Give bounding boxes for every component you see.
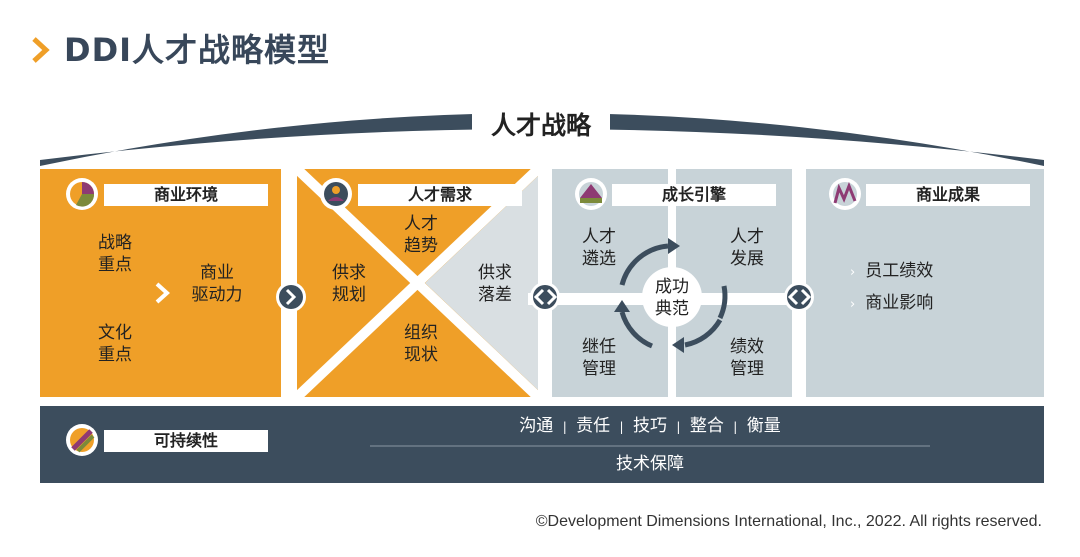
strategy-arc xyxy=(40,113,1044,166)
tech-support-text: 技术保障 xyxy=(616,454,684,474)
business-environment-icon xyxy=(66,178,98,210)
strategic-focus-text: 战略 重点 xyxy=(98,233,132,275)
business-results-list: ›员工绩效 ›商业影响 xyxy=(850,256,1030,320)
growth-engine-header: 成长引擎 xyxy=(612,184,776,206)
list-item: ›商业影响 xyxy=(850,293,934,313)
drivers-chevron-icon xyxy=(155,282,170,304)
connector-arrow-2-icon xyxy=(530,282,560,312)
business-environment-header: 商业环境 xyxy=(104,184,268,206)
sustainability-header: 可持续性 xyxy=(104,430,268,452)
succession-text: 继任 管理 xyxy=(582,337,616,379)
supply-gap-text: 供求 落差 xyxy=(478,263,512,305)
business-results-header: 商业成果 xyxy=(866,184,1030,206)
performance-text: 绩效 管理 xyxy=(730,337,764,379)
supply-planning-text: 供求 规划 xyxy=(332,263,366,305)
growth-engine-icon xyxy=(575,178,607,210)
copyright-text: ©Development Dimensions International, I… xyxy=(535,513,1042,530)
supply-gap-region xyxy=(425,176,538,390)
talent-demand-icon xyxy=(320,178,352,210)
list-item: ›员工绩效 xyxy=(850,261,934,281)
sustainability-items: 沟通 | 责任 | 技巧 | 整合 | 衡量 xyxy=(519,416,781,436)
bullet-chevron-icon: › xyxy=(850,297,856,312)
success-profile-text: 成功 典范 xyxy=(655,277,689,319)
page-title: DDI人才战略模型 xyxy=(64,31,331,69)
sustainability-icon xyxy=(66,424,98,456)
talent-trend-text: 人才 趋势 xyxy=(404,214,438,256)
bullet-chevron-icon: › xyxy=(850,265,856,280)
business-drivers-text: 商业 驱动力 xyxy=(191,263,243,305)
talent-strategy-label: 人才战略 xyxy=(472,104,610,148)
connector-arrow-3-icon xyxy=(784,282,814,312)
title-chevron-icon xyxy=(32,37,50,63)
business-results-icon xyxy=(829,178,861,210)
talent-development-text: 人才 发展 xyxy=(730,227,764,269)
org-status-text: 组织 现状 xyxy=(404,323,438,365)
connector-arrow-1-icon xyxy=(276,282,306,312)
cultural-focus-text: 文化 重点 xyxy=(98,323,132,365)
growth-cycle-ring xyxy=(614,238,728,353)
talent-demand-header: 人才需求 xyxy=(358,184,522,206)
talent-selection-text: 人才 遴选 xyxy=(582,227,616,269)
